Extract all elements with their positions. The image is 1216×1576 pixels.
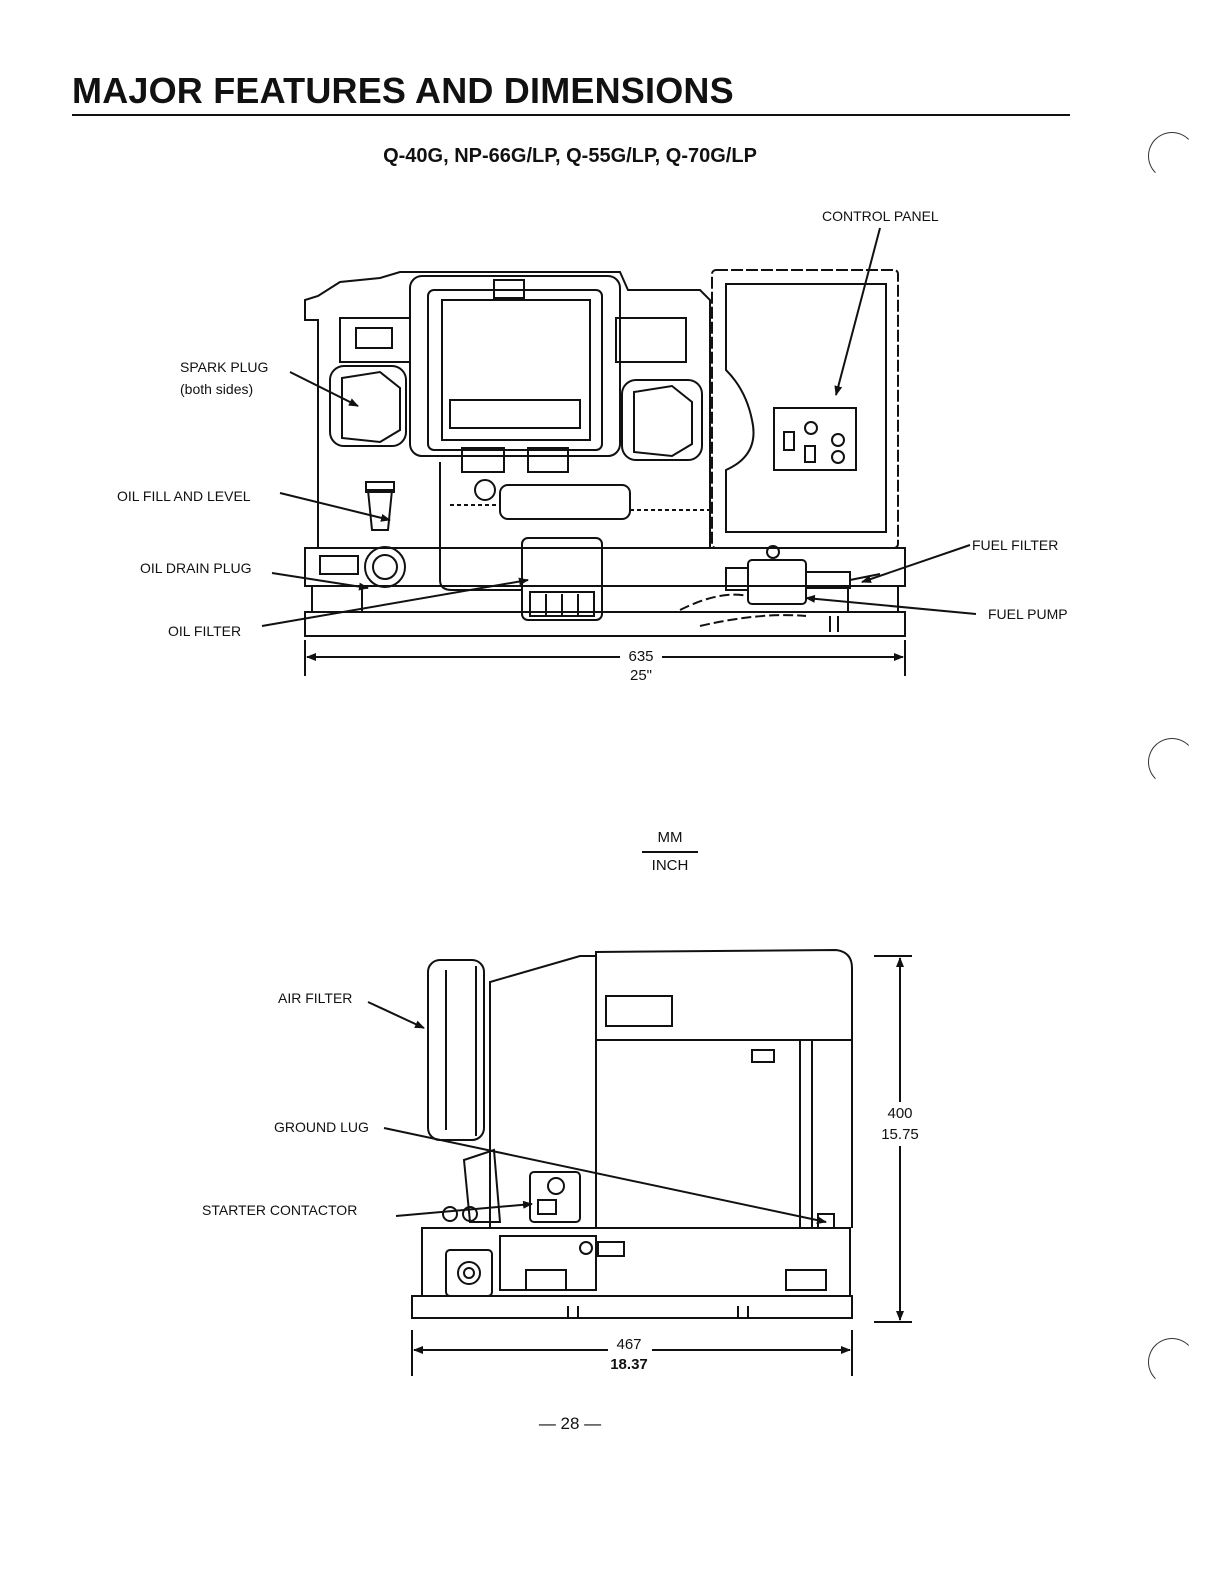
callout-spark-plug-note: (both sides) [180, 380, 253, 398]
fuel-pump [748, 560, 806, 604]
callout-oil-filter: OIL FILTER [168, 622, 241, 640]
side-view-drawing [412, 950, 912, 1376]
engine-housing [305, 272, 710, 548]
oil-drain-plug [365, 547, 405, 587]
page-number: — 28 — [0, 1414, 1140, 1434]
callout-spark-plug: SPARK PLUG [180, 358, 268, 376]
front-width-mm: 635 [616, 648, 666, 666]
callout-ground-lug: GROUND LUG [274, 1118, 369, 1136]
front-view-drawing [305, 270, 905, 676]
oil-fill-tube [368, 490, 392, 530]
side-housing [596, 950, 852, 1228]
callout-oil-drain: OIL DRAIN PLUG [140, 559, 252, 577]
callout-control-panel: CONTROL PANEL [822, 207, 939, 225]
side-height-inch: 15.75 [870, 1126, 930, 1144]
callout-oil-fill: OIL FILL AND LEVEL [117, 487, 251, 505]
side-height-mm: 400 [870, 1105, 930, 1123]
side-base-skid [412, 1296, 852, 1318]
callout-air-filter: AIR FILTER [278, 989, 352, 1007]
front-base-skid [305, 612, 905, 636]
front-width-inch: 25" [616, 667, 666, 685]
front-base-rail [305, 548, 905, 586]
callout-starter-contactor: STARTER CONTACTOR [202, 1201, 357, 1219]
callout-fuel-pump: FUEL PUMP [988, 605, 1068, 623]
unit-key: MM INCH [630, 826, 710, 878]
unit-key-mm: MM [630, 826, 710, 850]
callout-fuel-filter: FUEL FILTER [972, 536, 1058, 554]
side-width-inch: 18.37 [600, 1356, 658, 1374]
unit-key-divider [642, 851, 698, 853]
side-width-mm: 467 [604, 1336, 654, 1354]
unit-key-inch: INCH [630, 854, 710, 878]
